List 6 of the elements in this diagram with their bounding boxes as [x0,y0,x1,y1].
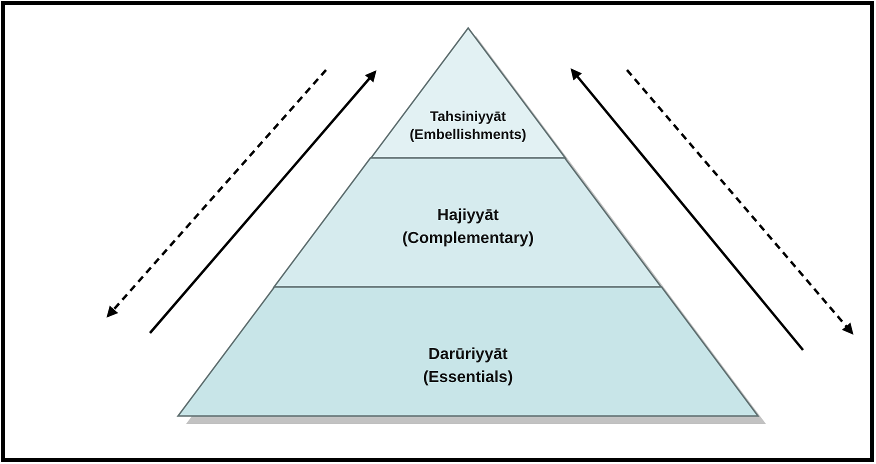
tier-heading: Darūriyyāt [428,346,508,365]
tier-subtitle: (Essentials) [423,369,513,388]
tier-heading: Hajiyyāt [437,207,499,226]
tier-subtitle: (Embellishments) [410,126,526,142]
tier-subtitle: (Complementary) [402,230,534,249]
tier-heading: Tahsiniyyāt [430,108,506,124]
